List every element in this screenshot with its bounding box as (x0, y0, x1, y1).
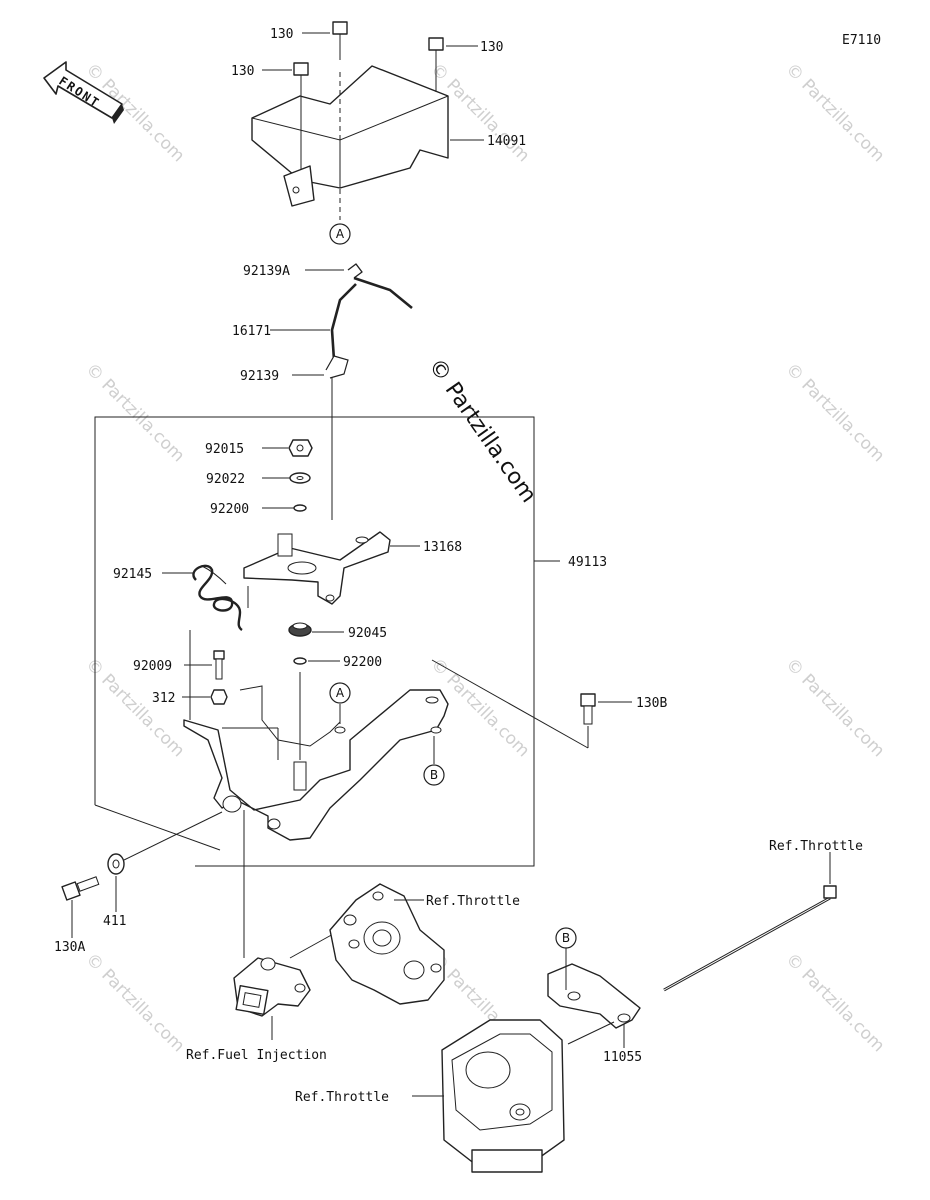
part-bracket (183, 685, 449, 841)
marker-b-label: B (430, 768, 438, 782)
label-92022: 92022 (206, 472, 245, 487)
part-14091-cover (251, 65, 449, 220)
part-throttle-body (441, 1019, 565, 1173)
part-throttle-housing (329, 883, 445, 1005)
marker-a (329, 223, 351, 245)
part-92045-bushing (288, 622, 312, 637)
part-92009-screw (213, 650, 225, 680)
label-130: 130 (231, 64, 254, 79)
part-92145-spring (192, 564, 243, 631)
label-130: 130 (480, 40, 503, 55)
label-130B: 130B (636, 696, 667, 711)
part-16171-rod (325, 263, 413, 520)
label-13168: 13168 (423, 540, 462, 555)
bolt-130-top (332, 21, 348, 60)
label-92045: 92045 (348, 626, 387, 641)
label-ref-throttle: Ref.Throttle (295, 1090, 389, 1105)
label-11055: 11055 (603, 1050, 642, 1065)
watermark-main: © Partzilla.com (423, 354, 541, 507)
assembly-box-49113 (94, 416, 535, 867)
watermark-text: © Partzilla.com (81, 949, 188, 1056)
part-13168-lever (243, 531, 391, 605)
part-sensor-connector (233, 957, 311, 1017)
watermark-text: © Partzilla.com (781, 359, 888, 466)
part-throttle-rod (663, 885, 837, 992)
watermark-text: © Partzilla.com (81, 359, 188, 466)
label-ref-throttle: Ref.Throttle (769, 839, 863, 854)
label-92009: 92009 (133, 659, 172, 674)
label-92139A: 92139A (243, 264, 290, 279)
part-11055-bracket (547, 963, 641, 1029)
label-92145: 92145 (113, 567, 152, 582)
label-130A: 130A (54, 940, 85, 955)
watermark-text: © Partzilla.com (781, 59, 888, 166)
label-92015: 92015 (205, 442, 244, 457)
marker-a-label: A (336, 227, 345, 241)
part-92200-washer (293, 657, 307, 665)
diagram-code: E7110 (842, 33, 881, 48)
part-411-washer (107, 853, 125, 875)
part-92200-washer (293, 504, 307, 512)
label-312: 312 (152, 691, 175, 706)
marker-a-label: A (336, 686, 345, 700)
part-92022-washer (289, 472, 311, 484)
label-130: 130 (270, 27, 293, 42)
marker-b-label: B (562, 931, 570, 945)
watermark-text: © Partzilla.com (781, 949, 888, 1056)
label-92139: 92139 (240, 369, 279, 384)
part-312-nut (210, 689, 228, 705)
part-92015-nut (288, 439, 313, 457)
label-92200: 92200 (210, 502, 249, 517)
label-14091: 14091 (487, 134, 526, 149)
watermark-text: © Partzilla.com (81, 59, 188, 166)
bolt-130-left (293, 62, 309, 170)
label-92200: 92200 (343, 655, 382, 670)
marker-b (423, 764, 445, 786)
label-411: 411 (103, 914, 126, 929)
marker-b (555, 927, 577, 949)
watermark-text: © Partzilla.com (781, 654, 888, 761)
bolt-130B (580, 693, 596, 725)
bolt-130-right (428, 37, 444, 92)
label-16171: 16171 (232, 324, 271, 339)
label-ref-throttle: Ref.Throttle (426, 894, 520, 909)
label-ref-fuel-injection: Ref.Fuel Injection (186, 1048, 327, 1063)
marker-a (329, 682, 351, 704)
label-49113: 49113 (568, 555, 607, 570)
bolt-130A (61, 876, 100, 901)
